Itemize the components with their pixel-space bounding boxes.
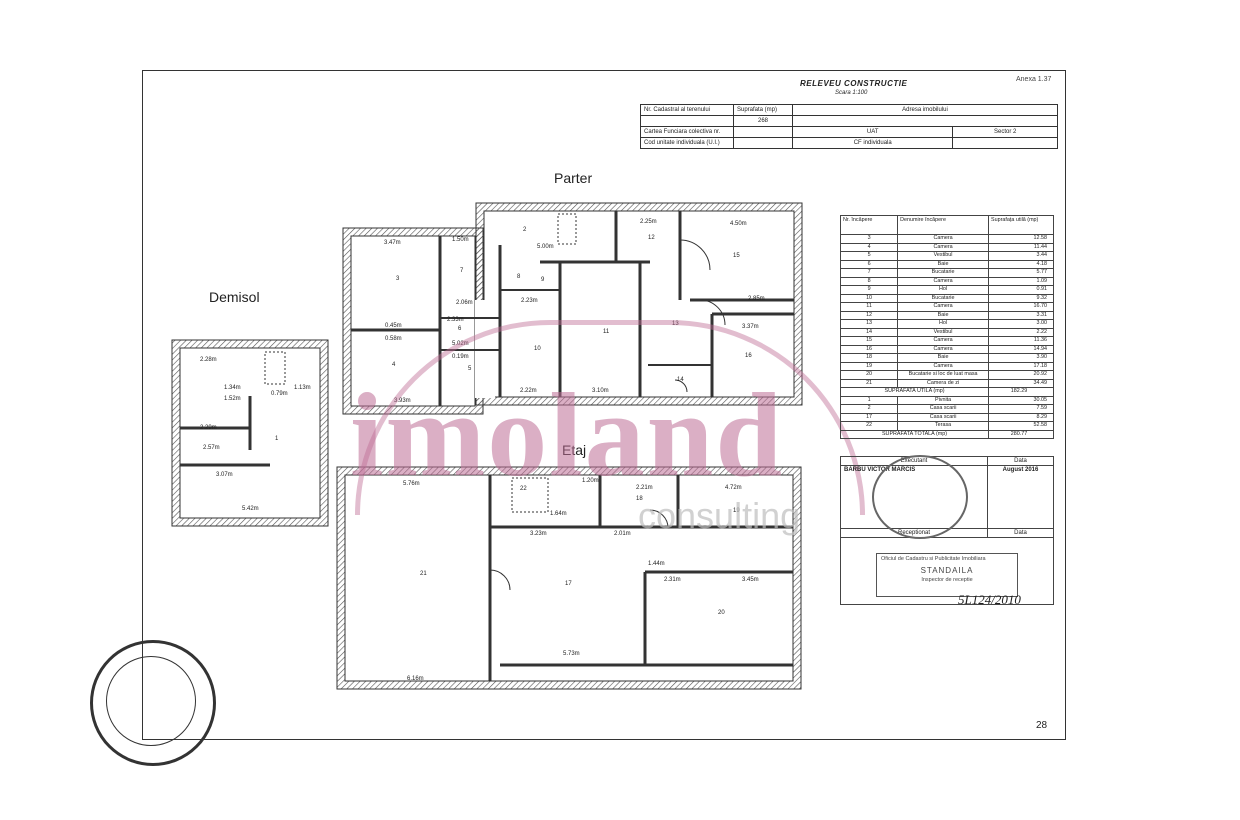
rooms-area-table: Nr. încăpere Denumire încăpere Suprafața… [839,215,1054,439]
svg-text:2.33m: 2.33m [447,317,464,323]
svg-text:3.07m: 3.07m [216,472,233,478]
svg-text:2.01m: 2.01m [614,531,631,537]
svg-text:1.44m: 1.44m [648,561,665,567]
svg-text:2: 2 [523,227,527,233]
svg-text:0.45m: 0.45m [385,323,402,329]
svg-text:4.50m: 4.50m [730,221,747,227]
svg-text:3.37m: 3.37m [742,324,759,330]
svg-text:8: 8 [517,274,521,280]
svg-text:0.58m: 0.58m [385,336,402,342]
total-area-row: SUPRAFATA TOTALA (mp)280.77 [839,429,1054,439]
svg-text:4: 4 [392,362,396,368]
round-stamp-inner [106,656,196,746]
svg-text:3.47m: 3.47m [384,240,401,246]
svg-text:15: 15 [733,253,740,259]
handwritten-number: 5L124/2010 [958,592,1021,607]
svg-text:2.57m: 2.57m [203,445,220,451]
reception-stamp: Oficiul de Cadastru si Publicitate Imobi… [876,553,1018,597]
document-title: RELEVEU CONSTRUCTIE [800,79,908,88]
svg-text:2.25m: 2.25m [640,219,657,225]
svg-text:2.31m: 2.31m [664,577,681,583]
useful-area-row: SUPRAFATA UTILA (mp)182.29 [839,387,1054,397]
scale-label: Scara 1:100 [835,90,868,96]
date-label: Data [987,456,1054,466]
svg-text:2.06m: 2.06m [456,300,473,306]
svg-text:0.79m: 0.79m [271,391,288,397]
col-header-area: Suprafața utilă (mp) [988,215,1054,235]
stamp-role: Inspector de receptie [921,577,973,583]
round-stamp [90,640,216,766]
plan-label-demisol: Demisol [209,289,260,305]
svg-text:1.50m: 1.50m [452,237,469,243]
svg-text:3.23m: 3.23m [530,531,547,537]
svg-text:6: 6 [458,326,462,332]
svg-text:9: 9 [541,277,545,283]
plan-label-parter: Parter [554,170,593,186]
stamp-name: STANDAILA [920,566,974,575]
stamp-office: Oficiul de Cadastru si Publicitate Imobi… [881,556,986,562]
watermark-subtitle: consulting [638,495,801,536]
svg-text:2.23m: 2.23m [521,298,538,304]
col-header-number: Nr. încăpere [839,215,899,235]
svg-text:1.34m: 1.34m [224,385,241,391]
col-header-name: Denumire încăpere [897,215,990,235]
executant-seal [872,455,968,539]
svg-text:7: 7 [460,268,464,274]
svg-text:3: 3 [396,276,400,282]
svg-text:6.16m: 6.16m [407,676,424,682]
svg-text:20: 20 [718,610,725,616]
svg-text:1.13m: 1.13m [294,385,311,391]
svg-text:2.29m: 2.29m [200,425,217,431]
executant-name: BARBU VICTOR MARCIS [844,467,916,473]
page-number: 28 [1036,720,1048,731]
unit-code-label: Cod unitate individuala (U.I.) [640,137,734,149]
svg-text:2.85m: 2.85m [748,296,765,302]
individual-cf-label: CF individuala [791,137,954,149]
svg-text:1: 1 [275,436,279,442]
svg-text:2.28m: 2.28m [200,357,217,363]
reception-date-label: Data [987,528,1054,538]
svg-text:11: 11 [603,329,610,335]
watermark-logo: imoland [350,368,785,501]
svg-text:5.42m: 5.42m [242,506,259,512]
demisol-plan [171,339,329,527]
execution-date: August 2016 [987,465,1054,529]
cadastral-header-table: Nr. Cadastral al terenului Suprafata (mp… [640,104,1058,149]
svg-text:1.52m: 1.52m [224,396,241,402]
svg-text:17: 17 [565,581,572,587]
svg-text:5.73m: 5.73m [563,651,580,657]
svg-text:21: 21 [420,571,427,577]
svg-text:5.00m: 5.00m [537,244,554,250]
svg-text:12: 12 [648,235,655,241]
annex-label: Anexa 1.37 [1016,76,1052,83]
svg-text:3.45m: 3.45m [742,577,759,583]
